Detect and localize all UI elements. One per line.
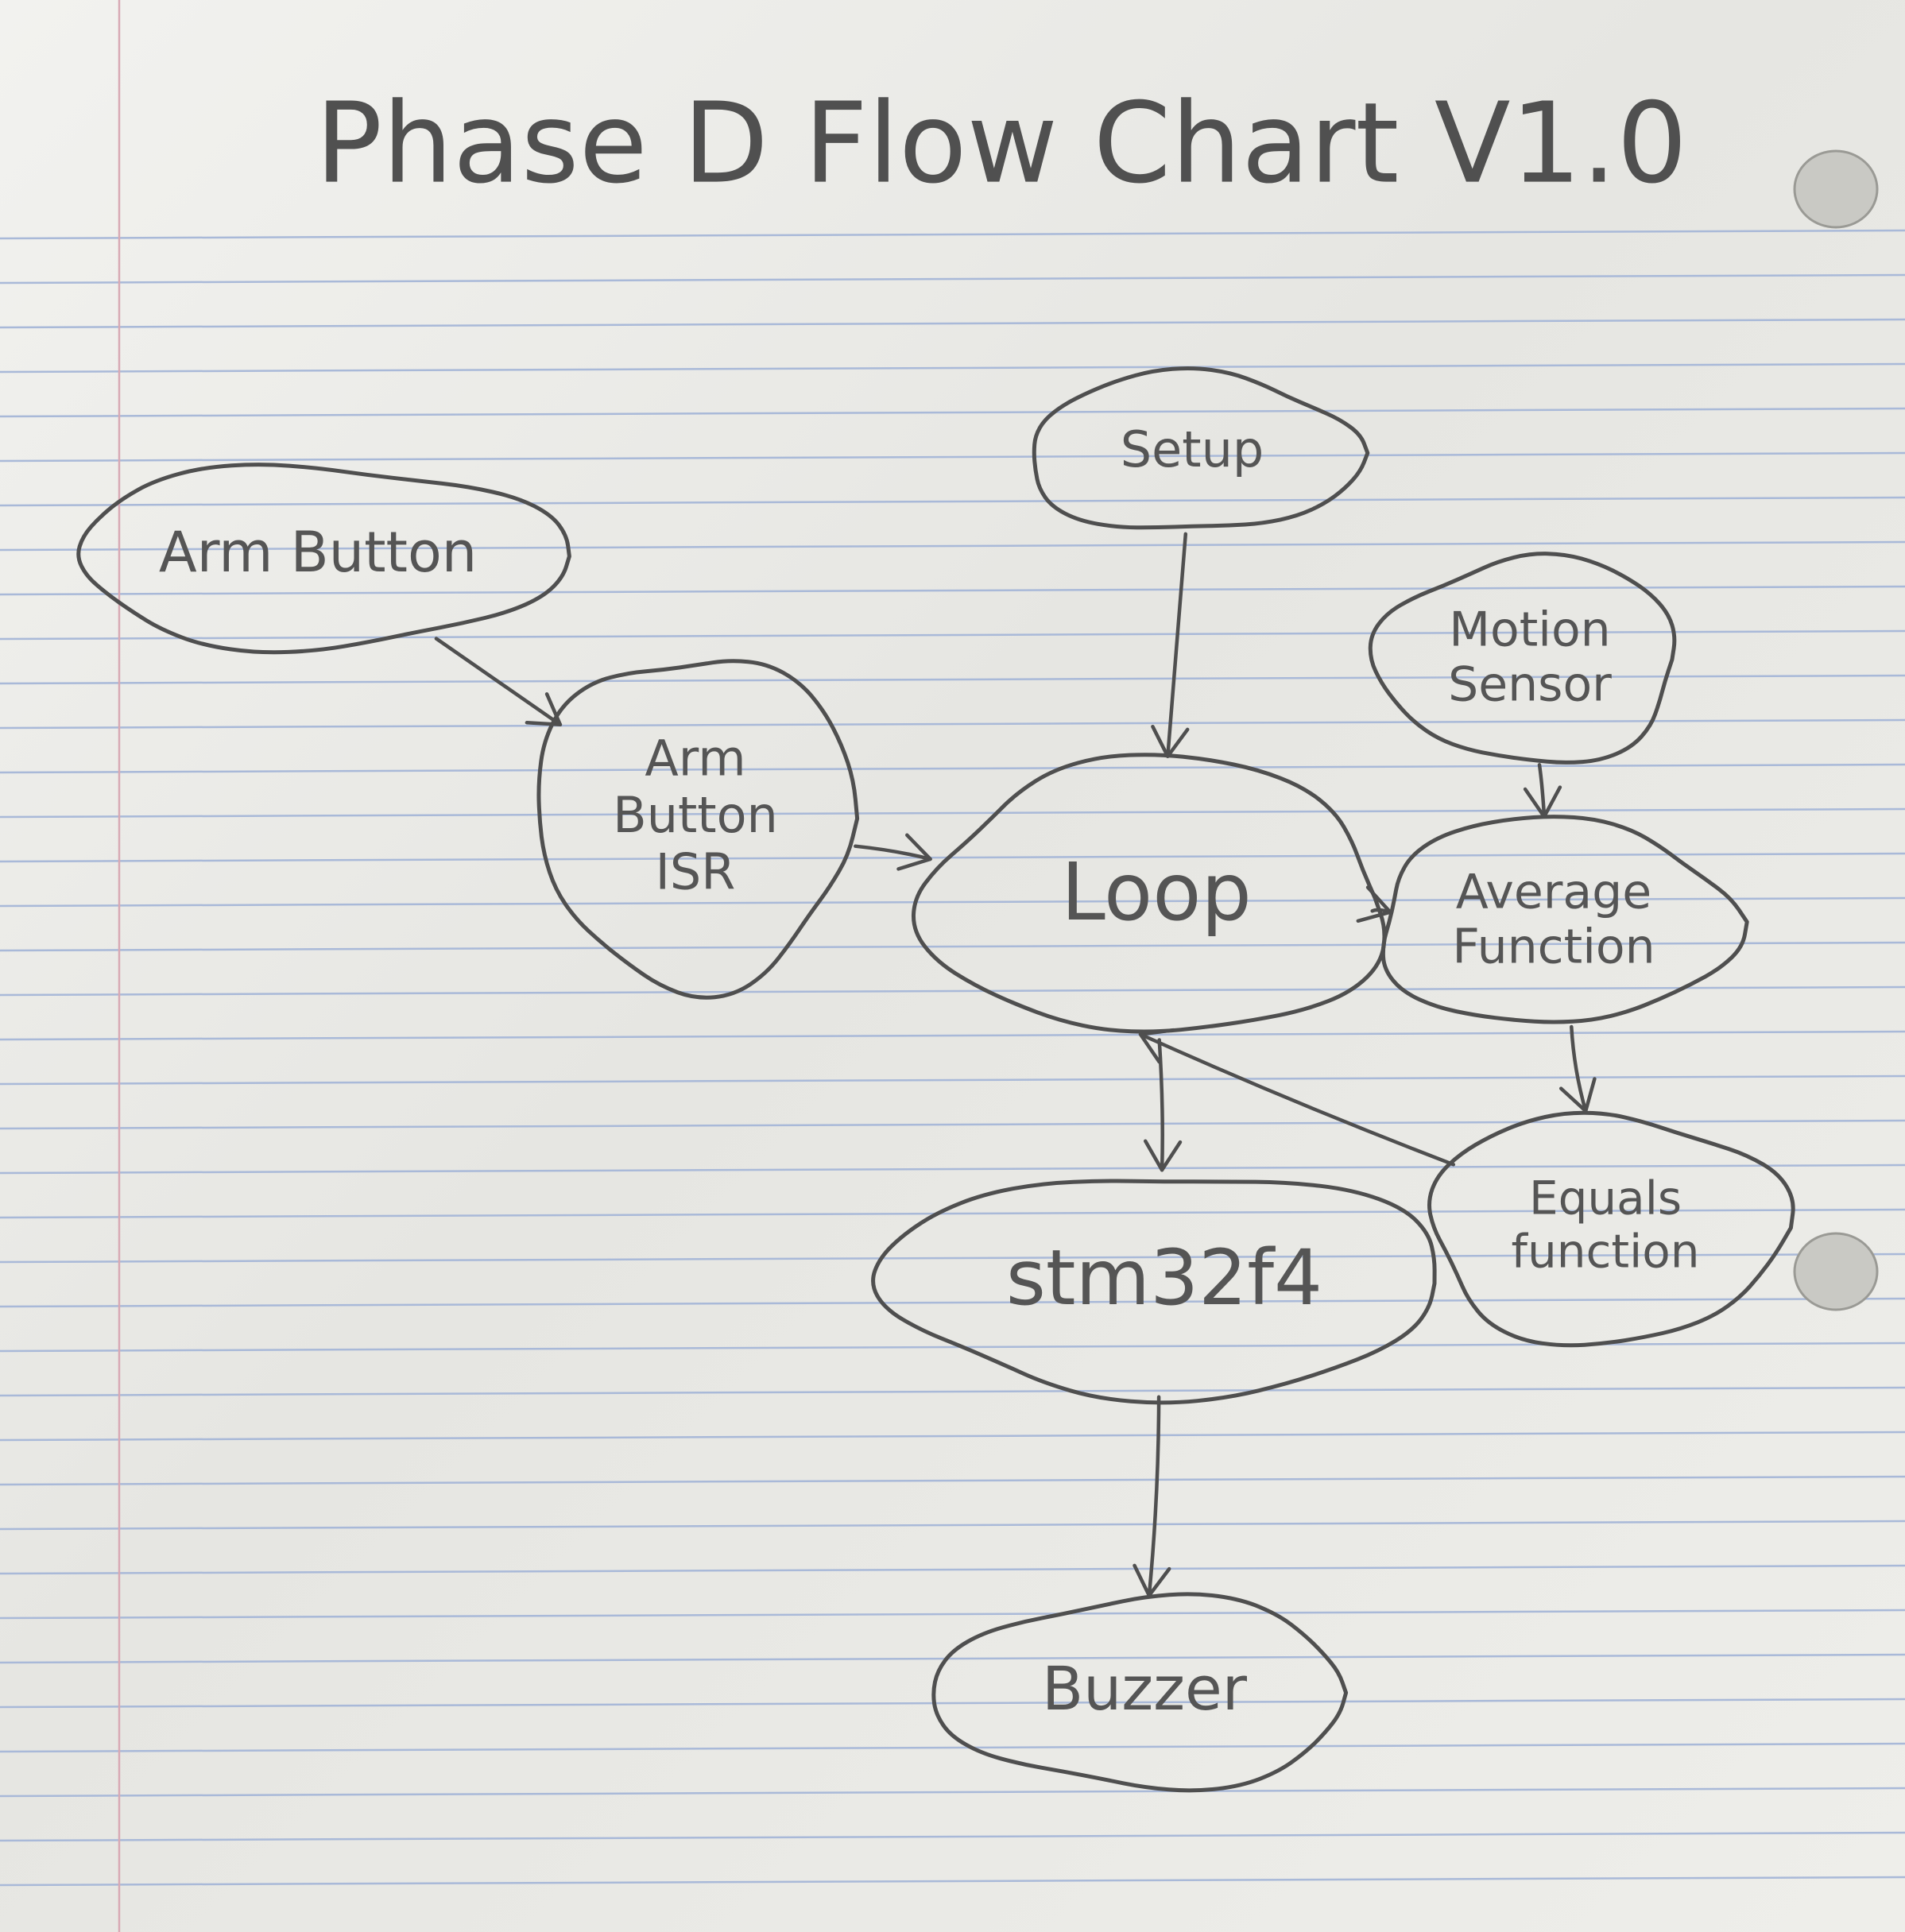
node-outline: [1427, 1110, 1795, 1348]
edge-line: [1147, 1395, 1161, 1597]
node-outline: [931, 1592, 1349, 1793]
edge-line: [1166, 532, 1188, 758]
ruled-line: [0, 985, 1905, 997]
node-outline: [536, 659, 860, 1000]
edge-equals-function-to-loop: [1138, 1028, 1456, 1167]
node-setup: Setup: [1032, 366, 1370, 530]
edge-motion-sensor-to-average-function: [1523, 763, 1562, 819]
ruled-line: [0, 763, 1905, 774]
node-outline: [1368, 552, 1677, 765]
node-outline: [871, 1179, 1437, 1405]
ruled-line: [0, 674, 1905, 685]
ruled-line: [0, 1297, 1905, 1308]
ruled-line: [0, 1698, 1905, 1709]
arrowhead: [896, 833, 932, 871]
node-stm32f4: stm32f4: [871, 1179, 1437, 1405]
ruled-line: [0, 1564, 1905, 1575]
edge-line: [854, 844, 932, 861]
arrowhead: [525, 692, 563, 727]
ruled-line: [0, 1742, 1905, 1753]
node-outline: [76, 463, 571, 655]
edges: [434, 532, 1597, 1597]
ruled-line: [0, 1653, 1905, 1664]
binder-hole-top: [1793, 149, 1879, 229]
ruled-line: [0, 807, 1905, 819]
ruled-line: [0, 1208, 1905, 1219]
ruled-line: [0, 229, 1905, 240]
ruled-lines: [0, 229, 1905, 1887]
edge-stm32f4-to-buzzer: [1133, 1395, 1171, 1597]
node-label: Arm Button: [159, 520, 477, 585]
edge-line: [1138, 1032, 1456, 1167]
ruled-line: [0, 451, 1905, 463]
ruled-line: [0, 273, 1905, 285]
ruled-line: [0, 1386, 1905, 1397]
ruled-line: [0, 1253, 1905, 1264]
ruled-line: [0, 1074, 1905, 1086]
edge-line: [434, 637, 563, 727]
edge-average-function-to-equals-function: [1558, 1024, 1597, 1113]
ruled-line: [0, 1609, 1905, 1620]
ruled-line: [0, 496, 1905, 507]
ruled-line: [0, 1831, 1905, 1842]
edge-arm-button-isr-to-loop: [854, 833, 932, 871]
edge-line: [1157, 1038, 1164, 1172]
diagram-title: Phase D Flow Chart V1.0: [316, 79, 1688, 209]
ruled-line: [0, 1163, 1905, 1175]
node-label: Loop: [1061, 846, 1252, 939]
ruled-line: [0, 318, 1905, 329]
ruled-line: [0, 1876, 1905, 1887]
ruled-line: [0, 896, 1905, 908]
ruled-line: [0, 585, 1905, 596]
ruled-line: [0, 1119, 1905, 1130]
arrowhead: [1143, 1139, 1183, 1172]
edge-line: [1537, 763, 1547, 819]
node-label: Setup: [1121, 420, 1264, 478]
ruled-line: [0, 1787, 1905, 1798]
edge-line: [1570, 1024, 1588, 1113]
node-label: stm32f4: [1006, 1233, 1322, 1322]
binder-hole-bottom: [1793, 1232, 1879, 1311]
ruled-line: [0, 362, 1905, 374]
ruled-line: [0, 629, 1905, 641]
ruled-line: [0, 852, 1905, 863]
ruled-line: [0, 1030, 1905, 1041]
node-label: Buzzer: [1042, 1653, 1248, 1724]
node-outline: [1032, 366, 1370, 530]
node-outline: [911, 753, 1387, 1034]
node-outline: [1380, 815, 1749, 1024]
node-buzzer: Buzzer: [931, 1592, 1349, 1793]
ruled-line: [0, 941, 1905, 952]
ruled-line: [0, 407, 1905, 418]
ruled-line: [0, 540, 1905, 552]
ruled-line: [0, 1520, 1905, 1531]
ruled-line: [0, 1475, 1905, 1486]
ruled-line: [0, 718, 1905, 730]
ruled-line: [0, 1431, 1905, 1442]
edge-arm-button-to-arm-button-isr: [434, 637, 563, 727]
node-arm-button: Arm Button: [76, 463, 571, 655]
edge-loop-to-stm32f4: [1143, 1038, 1183, 1172]
node-loop: Loop: [911, 753, 1387, 1034]
